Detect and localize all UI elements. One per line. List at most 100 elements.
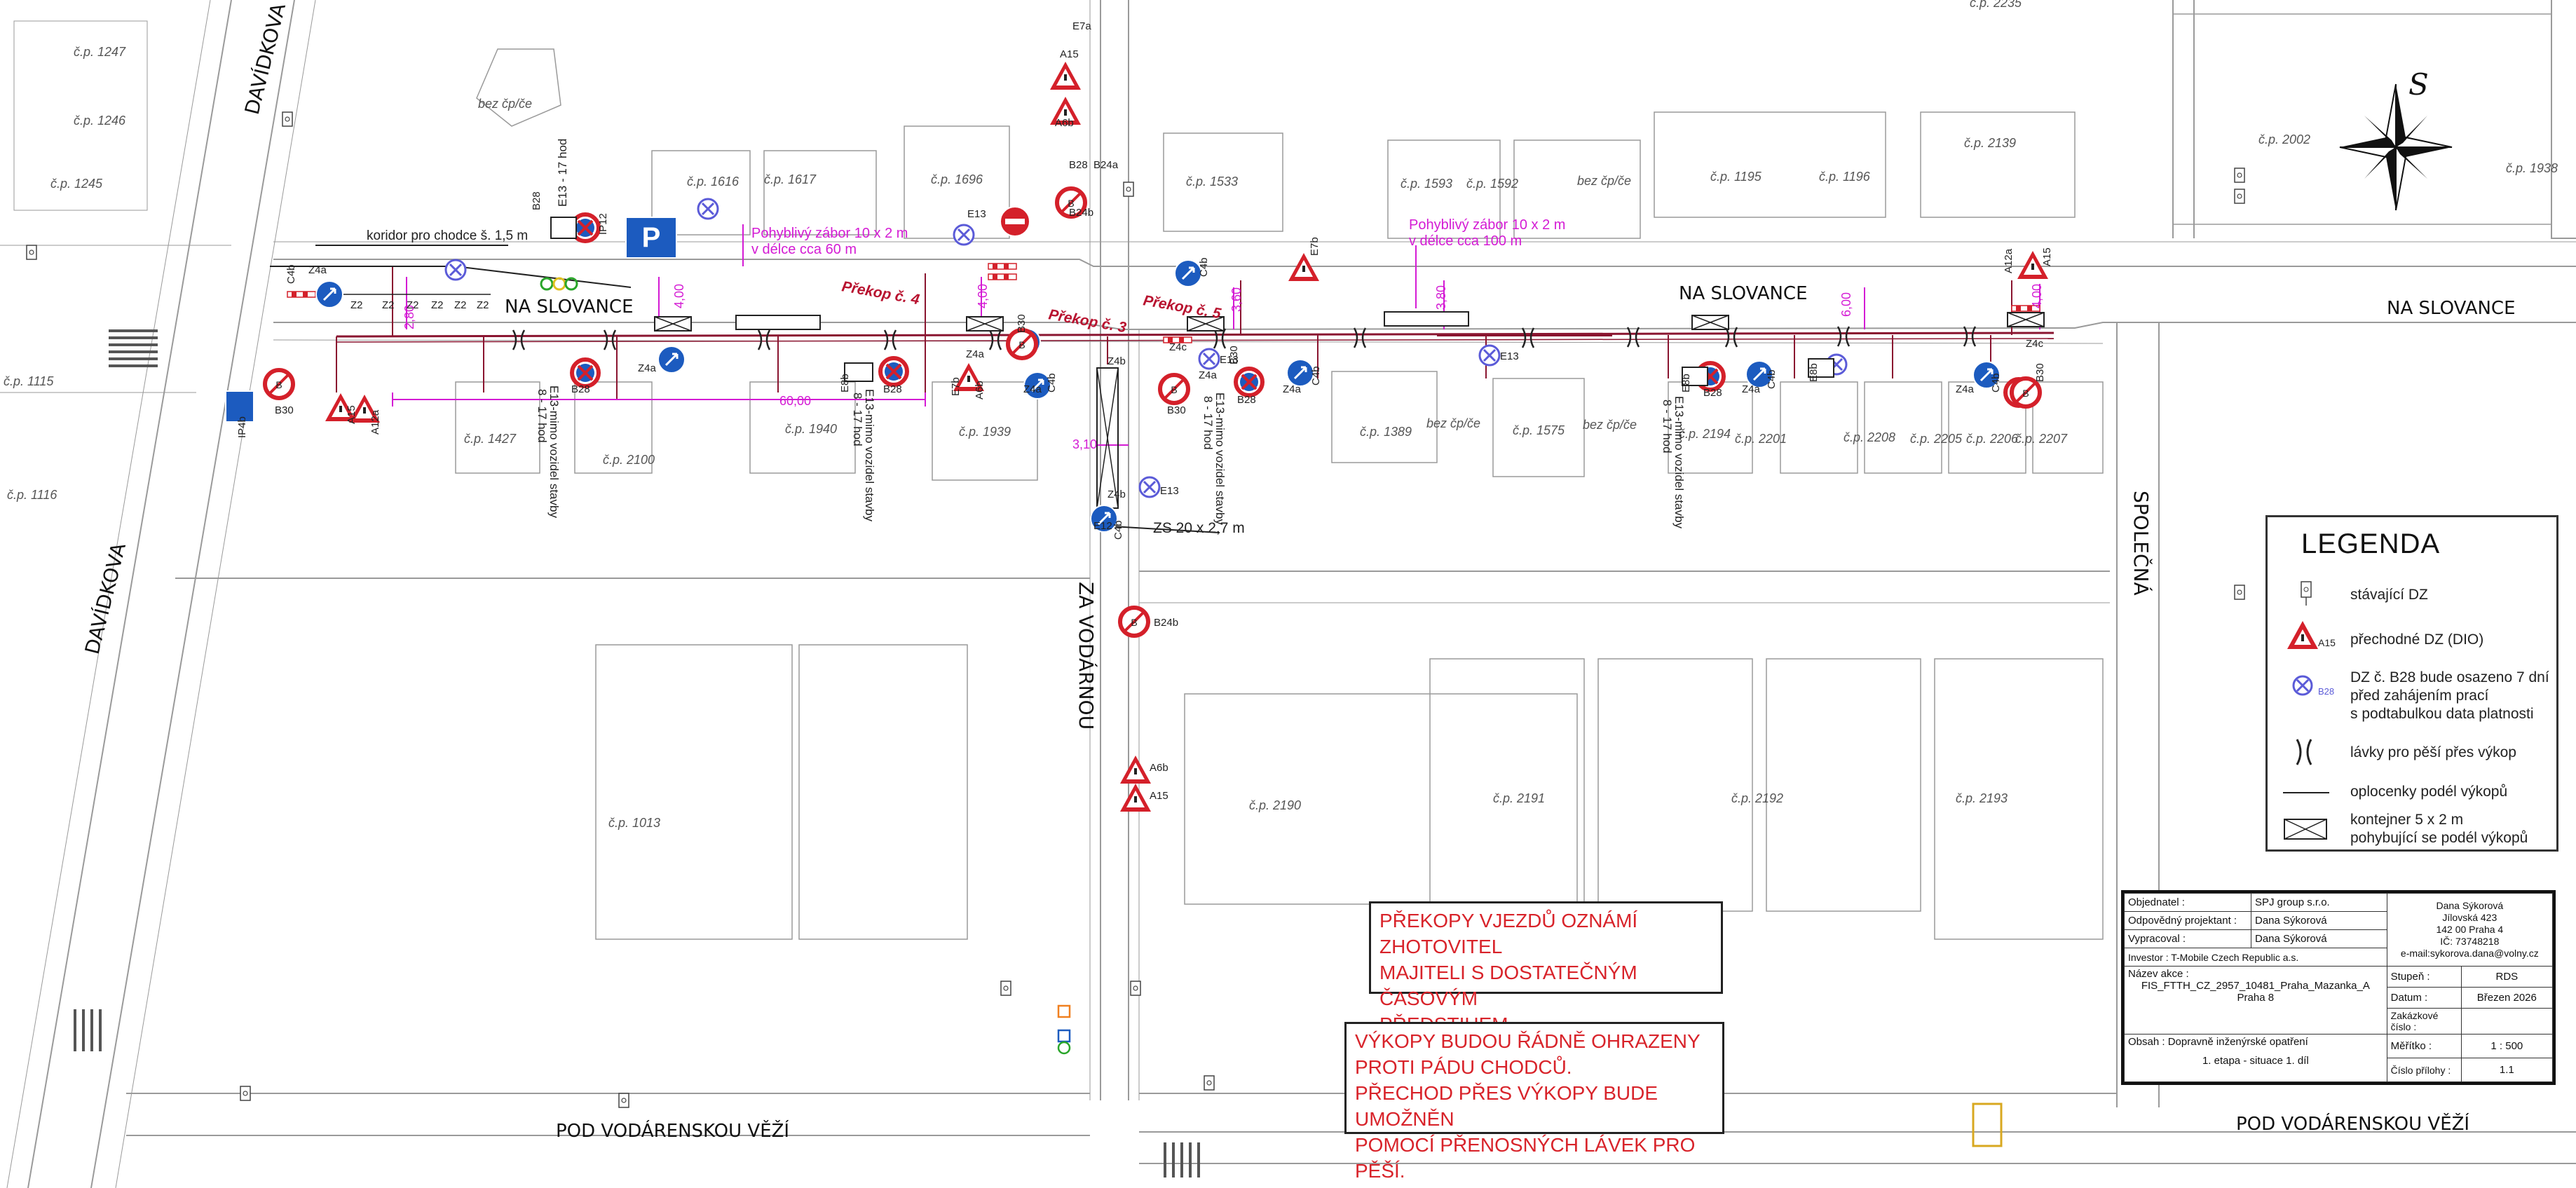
- building-label: č.p. 2205: [1910, 432, 1963, 446]
- building-label: č.p. 2192: [1731, 791, 1783, 805]
- legend-item-b28-sign: B28 DZ č. B28 bude osazeno 7 dní před za…: [2268, 664, 2556, 728]
- sign-code: E13: [1160, 485, 1179, 497]
- occupation-zone-1-line1: Pohyblivý zábor 10 x 2 m: [751, 226, 908, 241]
- dimension-380: 3,80: [1434, 285, 1448, 310]
- sign-code: C4b: [1990, 373, 2002, 392]
- vypracoval-value: Dana Sýkorová: [2251, 929, 2387, 948]
- dimension-400a: 4,00: [672, 284, 686, 308]
- street-na-slovance-3: NA SLOVANCE: [2387, 298, 2516, 319]
- sign-code: E8b: [839, 374, 851, 392]
- pedestrian-corridor-label: koridor pro chodce š. 1,5 m: [367, 228, 528, 243]
- legend-item-text: přechodné DZ (DIO): [2350, 631, 2484, 648]
- building-label: č.p. 2100: [603, 453, 655, 467]
- crosswalks: [74, 329, 1200, 1177]
- sign-code: A15: [346, 405, 357, 424]
- annotations: koridor pro chodce š. 1,5 m Pohyblivý zá…: [367, 139, 2044, 536]
- legend-item-text: kontejner 5 x 2 m pohybující se podél vý…: [2350, 812, 2528, 846]
- building-label: č.p. 2201: [1735, 432, 1787, 446]
- sign-code: Z4a: [638, 362, 657, 374]
- sign-code: B30: [1016, 314, 1028, 333]
- e13-time-3: 8 - 17 hod: [1201, 396, 1215, 450]
- e13-note-2: E13-mimo vozidel stavby: [863, 389, 876, 521]
- crossing-3-label: Překop č. 3: [1047, 306, 1128, 336]
- sign-code: Z4a: [1283, 383, 1302, 395]
- legend-item-text: stávající DZ: [2350, 587, 2428, 603]
- zakazkove-label: Zakázkové číslo :: [2386, 1008, 2462, 1035]
- contact-line: e-mail:sykorova.dana@volny.cz: [2400, 948, 2539, 959]
- building-label: č.p. 2193: [1956, 791, 2008, 805]
- street-za-vodarnou: ZA VODÁRNOU: [1075, 582, 1098, 730]
- e13-time-2: 8 - 17 hod: [851, 392, 864, 446]
- legend-item-fence-line: oplocenky podél výkopů: [2268, 773, 2556, 808]
- sign-code: C4b: [1046, 373, 1058, 392]
- sign-code: Z4c: [1169, 341, 1187, 353]
- sign-code: A12a: [369, 409, 381, 435]
- footbridges: [512, 325, 1977, 351]
- building-label: č.p. 2190: [1249, 798, 1301, 812]
- contact-cell: Dana Sýkorová Jílovská 423 142 00 Praha …: [2386, 893, 2554, 967]
- obsah-cell: Obsah : Dopravně inženýrské opatření 1. …: [2124, 1034, 2387, 1082]
- sign-code: C4b: [1198, 257, 1210, 277]
- legend-item-code: B28: [2318, 686, 2335, 697]
- e13-note-3: E13-mimo vozidel stavby: [1213, 392, 1227, 525]
- street-spolecna: SPOLEČNÁ: [2129, 491, 2153, 596]
- sign-code: A15: [1060, 48, 1079, 60]
- temporary-signs: P: [225, 62, 2048, 1147]
- vypracoval-label: Vypracoval :: [2124, 929, 2251, 948]
- building-label: bez čp/če: [478, 97, 532, 111]
- building-label: č.p. 2208: [1844, 430, 1895, 444]
- sign-code: B24b: [1069, 207, 1093, 219]
- sign-code: B28: [1703, 387, 1722, 399]
- sign-code: Z2: [350, 299, 363, 311]
- fence-line-icon: [2283, 792, 2329, 793]
- container-icon: [2284, 819, 2327, 840]
- building-label: bez čp/če: [1577, 174, 1631, 188]
- e13-time-1: 8 - 17 hod: [536, 389, 549, 443]
- sign-code: B24a: [1093, 159, 1119, 171]
- sign-code: Z2: [382, 299, 395, 311]
- sign-code: E7a: [1072, 20, 1091, 32]
- building-label: č.p. 2235: [1970, 0, 2022, 10]
- legend-item-text: DZ č. B28 bude osazeno 7 dní před zaháje…: [2350, 669, 2549, 722]
- sign-code: E8b: [1808, 363, 1820, 382]
- sign-code: C4b: [285, 264, 297, 284]
- dimension-400b: 4,00: [976, 284, 990, 308]
- building-label: č.p. 1939: [959, 425, 1011, 439]
- sign-code: B28: [531, 191, 543, 210]
- sign-code: A15: [2041, 247, 2053, 266]
- crossing-4-label: Překop č. 4: [840, 278, 921, 308]
- meritko-value: 1 : 500: [2460, 1034, 2554, 1058]
- title-block-table: Objednatel : SPJ group s.r.o. Dana Sýkor…: [2124, 893, 2554, 1082]
- nazev-label: Název akce :: [2128, 968, 2189, 980]
- building-label: č.p. 1245: [50, 177, 103, 191]
- building-label: č.p. 1696: [931, 172, 983, 186]
- sign-code: Z4a: [1023, 383, 1042, 395]
- pedestrian-corridor: [270, 245, 1220, 533]
- contact-line: Jílovská 423: [2442, 912, 2497, 923]
- sign-code: C4b: [1766, 369, 1778, 389]
- legend-item-code: A15: [2318, 637, 2336, 648]
- building-label: č.p. 1246: [74, 114, 126, 128]
- nazev-value-2: Praha 8: [2237, 992, 2275, 1004]
- sign-code: IP12: [597, 213, 609, 235]
- building-label: bez čp/če: [1583, 418, 1637, 432]
- sign-codes: B28 B28 B28 B28 B28 B28 E13 E13 E13 E13 …: [236, 20, 2053, 802]
- contact-line: 142 00 Praha 4: [2436, 924, 2504, 935]
- investor-value: T-Mobile Czech Republic a.s.: [2171, 951, 2299, 963]
- temporary-sign-icon: [2287, 621, 2318, 649]
- sign-code: Z4c: [2026, 338, 2044, 350]
- sign-code: E13: [1500, 350, 1519, 362]
- sign-code: B28: [571, 383, 590, 395]
- stupen-label: Stupeň :: [2386, 966, 2462, 988]
- note-line: VÝKOPY BUDOU ŘÁDNĚ OHRAZENY: [1355, 1030, 1701, 1052]
- title-block: Objednatel : SPJ group s.r.o. Dana Sýkor…: [2121, 890, 2556, 1085]
- e13-time-4: 8 - 17 hod: [1661, 400, 1674, 453]
- nazev-value: FIS_FTTH_CZ_2957_10481_Praha_Mazanka_A: [2141, 980, 2370, 992]
- priloha-value: 1.1: [2460, 1058, 2554, 1082]
- building-labels: č.p. 1247 č.p. 1246 č.p. 1245 č.p. 1115 …: [4, 0, 2558, 830]
- note-trench-fencing: VÝKOPY BUDOU ŘÁDNĚ OHRAZENY PROTI PÁDU C…: [1344, 1022, 1724, 1182]
- sign-code: Z4a: [308, 264, 327, 276]
- sign-code: E13: [967, 208, 986, 220]
- svg-text:P: P: [642, 222, 661, 253]
- building-label: č.p. 2191: [1493, 791, 1545, 805]
